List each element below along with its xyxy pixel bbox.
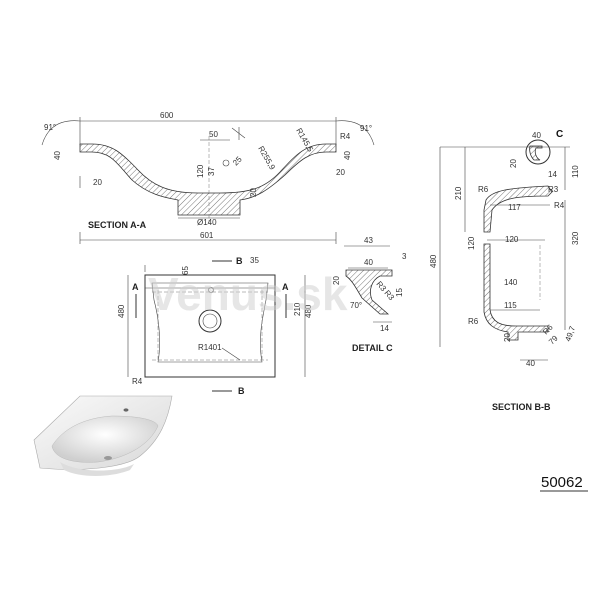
dim-width-600: 600 <box>160 111 174 120</box>
bb-dim-110: 110 <box>571 165 580 178</box>
dim-25: 25 <box>231 154 244 167</box>
bb-dim-40-circle: 40 <box>532 131 541 140</box>
bb-dim-40-bot: 40 <box>526 359 535 368</box>
dim-r2559: R255,9 <box>256 145 277 172</box>
plan-a-left: A <box>132 282 139 292</box>
dim-20-inner: 20 <box>249 188 258 197</box>
detail-c-title: DETAIL C <box>352 343 393 353</box>
dim-angle-left: 91° <box>44 123 56 132</box>
bb-dim-20-bot: 20 <box>503 333 512 342</box>
dim-210: 210 <box>293 302 302 316</box>
bb-dim-117: 117 <box>508 203 521 212</box>
plan-b-top: B <box>236 256 243 266</box>
bb-dim-320: 320 <box>571 231 580 245</box>
section-bb-view: C 40 20 110 14 480 210 R6 R3 R4 117 320 … <box>429 129 580 412</box>
dim-40-right: 40 <box>343 151 352 160</box>
basin-3d-render <box>33 395 173 476</box>
bb-dim-120-top: 120 <box>505 235 519 244</box>
dim-50: 50 <box>209 130 218 139</box>
section-aa-profile <box>79 143 337 216</box>
bb-dim-480: 480 <box>429 254 438 268</box>
bb-dim-210: 210 <box>454 186 463 200</box>
dim-480-right: 480 <box>304 304 313 318</box>
model-number: 50062 <box>541 474 583 491</box>
bb-dim-140: 140 <box>504 278 518 287</box>
bb-dim-r4: R4 <box>554 201 565 210</box>
dim-40-left: 40 <box>53 151 62 160</box>
bb-dim-79: 79 <box>547 333 560 346</box>
bb-dim-497: 49,7 <box>563 324 577 342</box>
dim-dia140: Ø140 <box>197 218 217 227</box>
section-aa-view: 600 91° 91° 50 37 120 25 40 40 R4 R145,5… <box>41 111 375 244</box>
dim-20-right: 20 <box>336 168 345 177</box>
detail-dim-40: 40 <box>364 258 373 267</box>
bb-c-label: C <box>556 129 563 140</box>
dim-r4-right: R4 <box>340 132 351 141</box>
detail-dim-70deg: 70° <box>350 301 362 310</box>
section-aa-title: SECTION A-A <box>88 220 147 230</box>
watermark: Venus.sk <box>148 268 348 320</box>
bb-dim-r3: R3 <box>548 185 559 194</box>
section-bb-title: SECTION B-B <box>492 402 551 412</box>
plan-a-right: A <box>282 282 289 292</box>
detail-dim-15: 15 <box>395 288 404 297</box>
dim-65: 65 <box>181 266 190 275</box>
bb-dim-14: 14 <box>548 170 557 179</box>
detail-dim-3: 3 <box>402 252 407 261</box>
detail-c-view: 43 40 3 20 R3 R3 15 70° 14 DETAIL C <box>332 236 407 353</box>
bb-dim-120-left: 120 <box>467 236 476 250</box>
dim-angle-right: 91° <box>360 124 372 133</box>
dim-width-601: 601 <box>200 231 214 240</box>
tap-hole-icon <box>123 408 129 412</box>
plan-view: B B A A 65 35 480 480 210 R1401 R4 <box>117 256 313 396</box>
section-bb-lower-profile <box>483 243 549 341</box>
detail-dim-14: 14 <box>380 324 389 333</box>
bb-dim-r6-mid: R6 <box>468 317 479 326</box>
bb-dim-115: 115 <box>504 301 517 310</box>
detail-dim-20: 20 <box>332 276 341 285</box>
plan-b-bottom: B <box>238 386 245 396</box>
bb-dim-20-circle: 20 <box>509 159 518 168</box>
bb-dim-r6-top: R6 <box>478 185 489 194</box>
section-bb-upper-profile <box>483 185 553 233</box>
dim-120: 120 <box>196 164 205 178</box>
dim-r4: R4 <box>132 377 143 386</box>
detail-c-profile <box>345 269 393 315</box>
dim-r1401: R1401 <box>198 343 222 352</box>
dim-480-left: 480 <box>117 304 126 318</box>
dim-35: 35 <box>250 256 259 265</box>
detail-dim-43: 43 <box>364 236 373 245</box>
dim-37: 37 <box>207 167 216 176</box>
drain-icon <box>104 456 112 460</box>
dim-20-left: 20 <box>93 178 102 187</box>
